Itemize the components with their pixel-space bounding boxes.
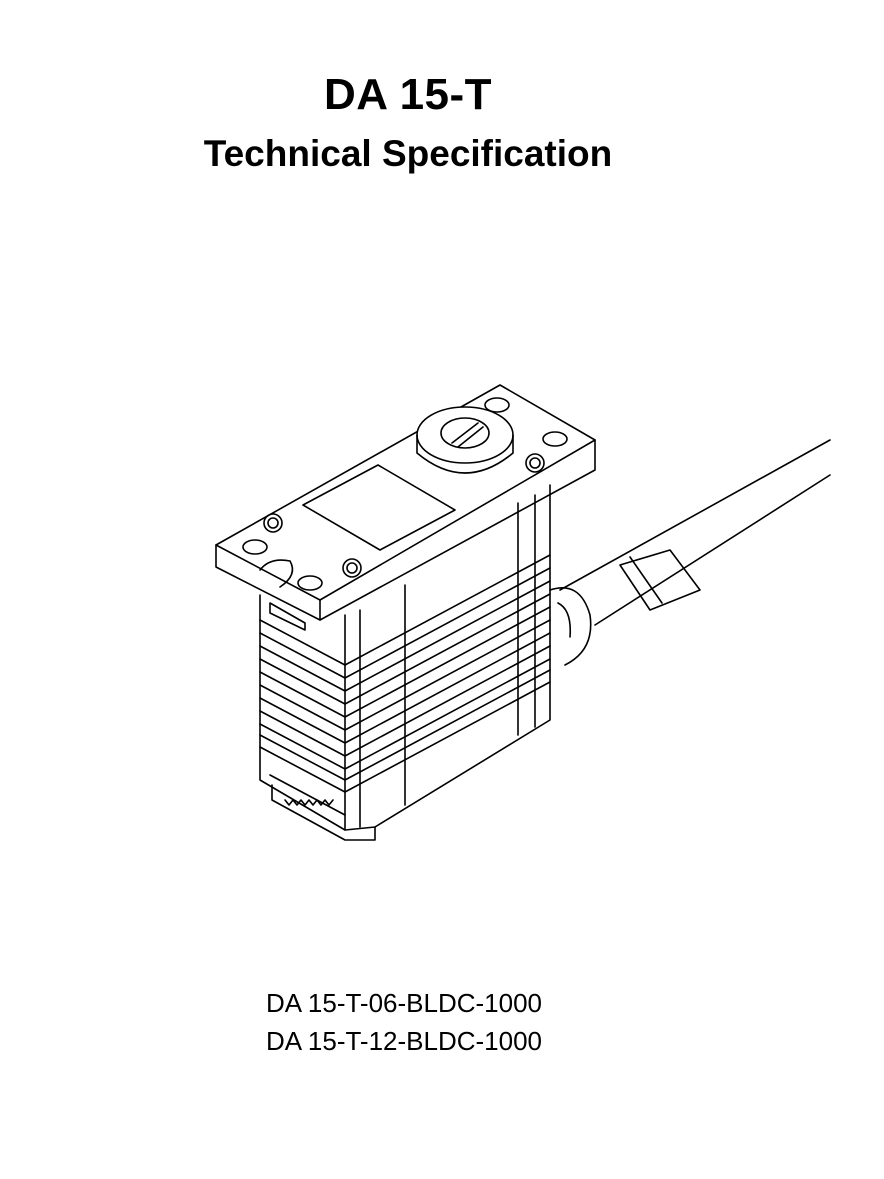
cable-gland <box>549 587 592 666</box>
model-list: DA 15-T-06-BLDC-1000 DA 15-T-12-BLDC-100… <box>266 984 542 1060</box>
model-number: DA 15-T-12-BLDC-1000 <box>266 1026 543 1056</box>
housing <box>259 484 551 841</box>
document-subtitle: Technical Specification <box>203 133 613 174</box>
servo-actuator-illustration <box>200 375 840 845</box>
model-number: DA 15-T-06-BLDC-1000 <box>266 988 543 1018</box>
cable <box>559 439 831 626</box>
output-shaft <box>416 406 514 474</box>
document-title: DA 15-T <box>323 70 493 119</box>
